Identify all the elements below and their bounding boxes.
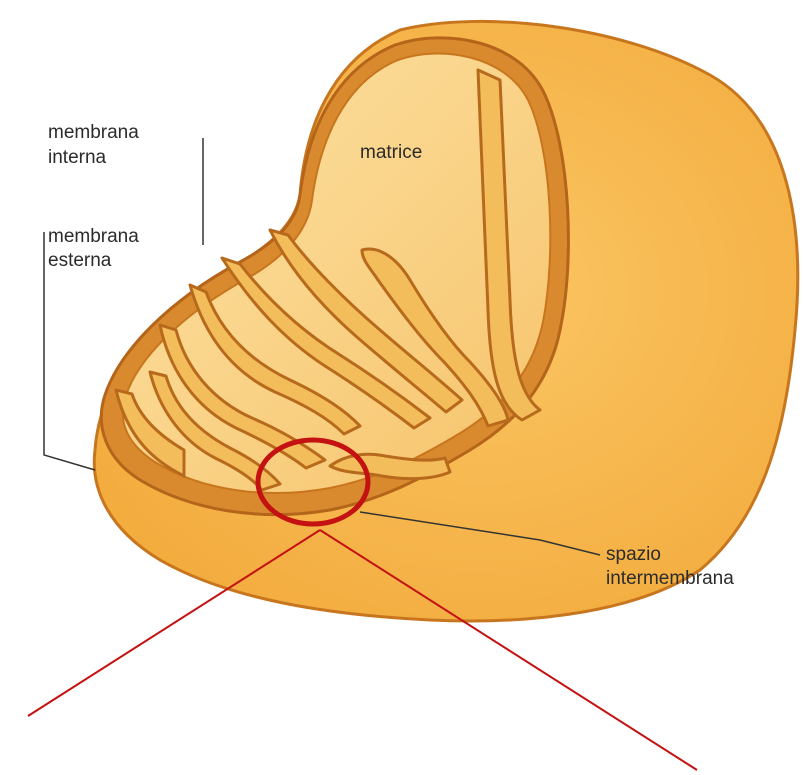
label-outer-membrane-line2: esterna xyxy=(48,250,112,271)
label-inner-membrane-line2: interna xyxy=(48,147,107,168)
label-outer-membrane-line1: membrana xyxy=(48,226,139,247)
label-intermembrane-space-line2: intermembrana xyxy=(606,568,734,589)
label-matrix: matrice xyxy=(360,142,422,163)
label-inner-membrane-line1: membrana xyxy=(48,122,139,143)
label-intermembrane-space-line1: spazio xyxy=(606,544,661,565)
